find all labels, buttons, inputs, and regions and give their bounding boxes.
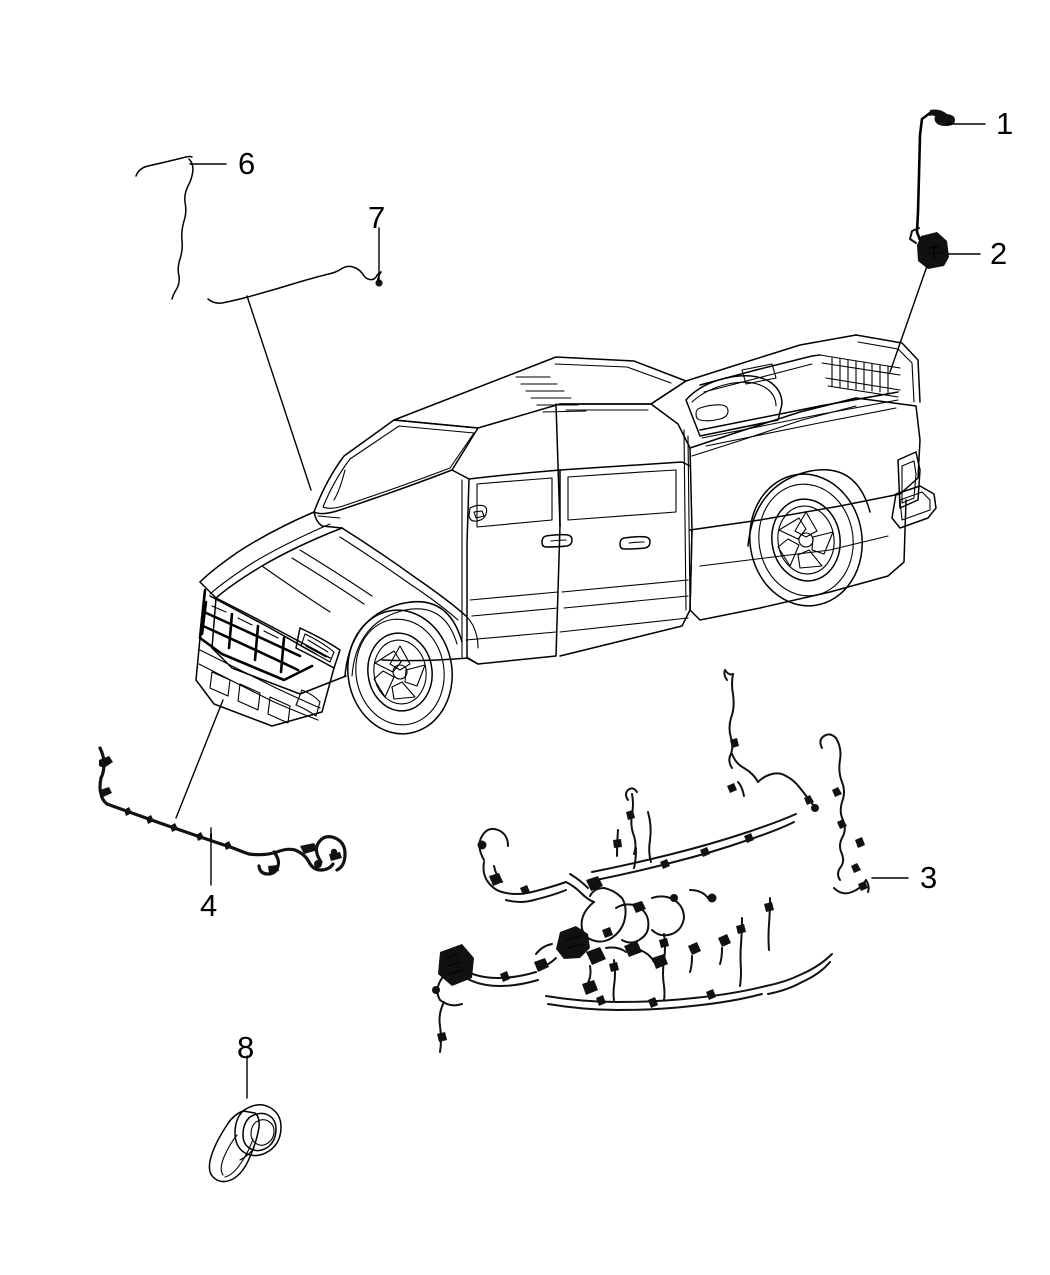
windshield [313,419,479,515]
leader-antenna-to-bedrail [889,265,928,373]
large-harness-connector [438,944,474,986]
callout-label-1: 1 [996,106,1014,141]
callout-label-3: 3 [920,860,938,895]
truck-bed [685,334,937,621]
truck-roof [393,356,687,429]
callout-label-4: 4 [200,888,218,923]
antenna-module-connector-2 [917,232,949,269]
cowl-and-a-pillar [313,511,343,529]
harness-connector-cluster [534,926,668,995]
antenna-cable-assembly-group [889,109,955,373]
leader-cable-to-windshield [246,295,312,491]
rocker-panel [381,657,479,665]
antenna-connector-1 [929,109,955,126]
truck-illustration [175,334,937,819]
rear-wheel [747,469,871,607]
hood [199,511,467,621]
callout-label-6: 6 [238,146,256,181]
front-door [451,403,573,665]
leader-bumper-to-harness4 [175,699,224,819]
antenna-cable-terminal-7 [375,279,383,287]
rear-door [559,403,693,657]
body-lower [465,617,689,641]
front-grille [195,581,347,727]
callout-label-2: 2 [990,236,1008,271]
front-end-wiring-harness-4 [98,746,347,876]
fender-crease [465,615,479,649]
callout-label-7: 7 [368,200,386,235]
roof-antenna-cable-group [135,155,383,491]
callout-leader-lines [189,123,986,886]
bed-rail-slot-group [831,357,889,394]
body-wiring-harness-3 [432,669,909,1053]
callout-label-8: 8 [237,1030,255,1065]
grille-crosshair [200,600,302,674]
front-wheel-spokes [373,645,426,700]
rear-wheel-spokes [777,511,834,569]
wiring-grommet-8 [208,1055,282,1183]
front-wheel [344,600,463,735]
cab-rear-panel [650,334,857,457]
